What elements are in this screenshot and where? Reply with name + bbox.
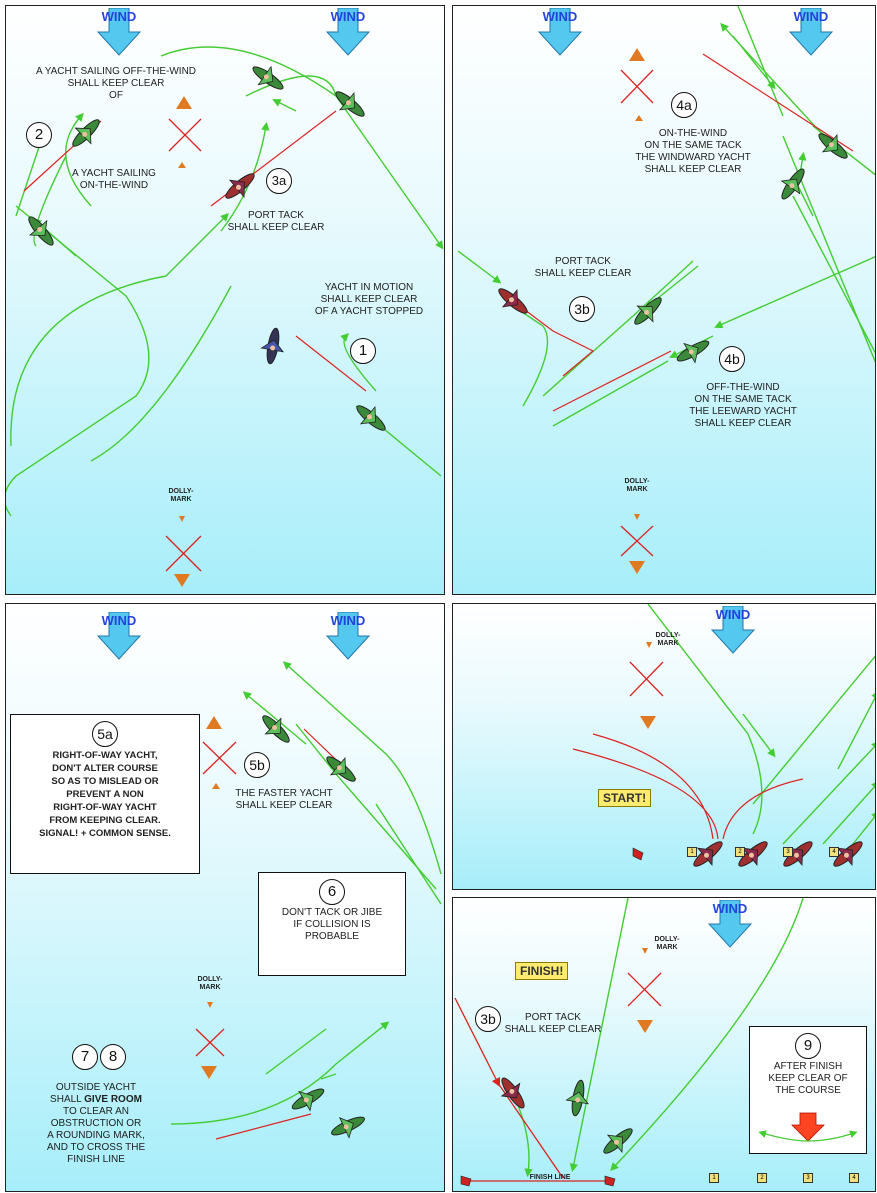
yacht <box>493 1071 533 1115</box>
yacht <box>254 707 298 751</box>
yacht <box>326 1107 370 1145</box>
wind-indicator: WIND <box>707 899 753 948</box>
yacht <box>328 83 372 125</box>
yacht <box>20 209 62 253</box>
rule-5b-text: THE FASTER YACHT SHALL KEEP CLEAR <box>235 788 333 811</box>
panel-finish: WIND DOLLY- MARK FINISH! 3b PORT TACK SH… <box>452 897 876 1192</box>
wind-indicator: WIND <box>537 7 583 56</box>
rule-78-text-1: OUTSIDE YACHT <box>55 1082 137 1093</box>
boat-number: 2 <box>735 847 745 857</box>
rule-9-text: AFTER FINISH KEEP CLEAR OF THE COURSE <box>768 1061 848 1096</box>
dolly-mark <box>165 516 202 587</box>
rule-9-number: 9 <box>795 1033 821 1059</box>
finish-buoy <box>604 1175 616 1187</box>
wind-indicator: WIND <box>788 7 834 56</box>
flag-number: 3 <box>803 1173 813 1183</box>
rule-6-text: DON'T TACK OR JIBE IF COLLISION IS PROBA… <box>281 907 383 942</box>
rule-78-text-2: SHALL GIVE ROOM <box>50 1094 142 1106</box>
top-mark <box>620 48 654 121</box>
wind-indicator: WIND <box>325 7 371 56</box>
course-lines <box>6 46 444 517</box>
yacht <box>286 1079 330 1119</box>
flag-number: 4 <box>849 1173 859 1183</box>
rule-6-number: 6 <box>319 879 345 905</box>
rule-3b-number: 3b <box>475 1006 501 1032</box>
rule-6-box: 6 DON'T TACK OR JIBE IF COLLISION IS PRO… <box>258 872 406 976</box>
dolly-mark <box>195 1002 225 1079</box>
yacht <box>258 325 288 367</box>
rule-3b-number: 3b <box>569 296 595 322</box>
yacht <box>773 162 813 206</box>
rule-5b-number: 5b <box>244 752 270 778</box>
rule-5a-box: 5a RIGHT-OF-WAY YACHT, DON'T ALTER COURS… <box>10 714 200 874</box>
rule-2-number: 2 <box>26 122 52 148</box>
rule-5a-number: 5a <box>92 721 118 747</box>
course-lines <box>647 604 875 845</box>
top-mark <box>202 716 237 789</box>
yacht <box>218 165 262 207</box>
dolly-mark <box>620 514 654 574</box>
panel-3-scene <box>170 661 442 1145</box>
yacht <box>349 397 393 439</box>
rule-78-text-3: TO CLEAR AN OBSTRUCTION OR A ROUNDING MA… <box>46 1106 146 1165</box>
rule-7-number: 7 <box>72 1044 98 1070</box>
rule-4a-number: 4a <box>671 92 697 118</box>
keep-clear-diagram <box>758 1112 858 1142</box>
finish-line-label: FINISH LINE <box>529 1174 571 1181</box>
rule-78-text-2b: GIVE ROOM <box>84 1094 142 1105</box>
wind-indicator: WIND <box>710 605 756 654</box>
wind-indicator: WIND <box>96 611 142 660</box>
red-lines <box>454 997 613 1182</box>
dolly-mark <box>627 948 662 1033</box>
boat-number: 3 <box>783 847 793 857</box>
dolly-mark-label: DOLLY- MARK <box>168 488 194 503</box>
top-mark <box>168 96 202 168</box>
finish-buoy <box>460 1175 472 1187</box>
red-lines <box>512 53 854 412</box>
rule-3b-text: PORT TACK SHALL KEEP CLEAR <box>534 256 632 279</box>
rule-8-number: 8 <box>100 1044 126 1070</box>
panel-rules-1-2-3a: WIND WIND A YACHT SAILING OFF-THE-WIND S… <box>5 5 445 595</box>
rule-4a-text: ON-THE-WIND ON THE SAME TACK THE WINDWAR… <box>635 128 751 175</box>
course-lines <box>457 6 875 427</box>
dolly-mark-label: DOLLY- MARK <box>654 936 680 951</box>
boat-number: 1 <box>687 847 697 857</box>
rule-1-text: YACHT IN MOTION SHALL KEEP CLEAR OF A YA… <box>314 282 424 317</box>
panel-1-scene <box>6 46 444 587</box>
dolly-mark <box>629 642 664 729</box>
rule-3a-number: 3a <box>266 168 292 194</box>
dolly-mark-label: DOLLY- MARK <box>655 632 681 647</box>
panel-rules-5-6-7-8: WIND WIND 5a RIGHT-OF-WAY YACHT, DON'T A… <box>5 603 445 1192</box>
wind-indicator: WIND <box>96 7 142 56</box>
rule-3b-text: PORT TACK SHALL KEEP CLEAR <box>504 1012 602 1035</box>
rule-2-text-b: A YACHT SAILING ON-THE-WIND <box>72 168 156 191</box>
yacht <box>626 289 670 333</box>
rule-5a-text: RIGHT-OF-WAY YACHT, DON'T ALTER COURSE S… <box>39 750 171 839</box>
finish-label: FINISH! <box>515 962 569 980</box>
yacht <box>811 125 855 167</box>
yacht <box>596 1120 640 1162</box>
rule-9-box: 9 AFTER FINISH KEEP CLEAR OF THE COURSE <box>749 1026 867 1154</box>
flag-number: 2 <box>757 1173 767 1183</box>
red-lines <box>572 733 804 840</box>
rule-78-text-2a: SHALL <box>50 1094 85 1105</box>
start-buoy <box>632 847 644 861</box>
dolly-mark-label: DOLLY- MARK <box>624 478 650 493</box>
panel-2-scene <box>457 6 875 574</box>
flag-number: 1 <box>709 1173 719 1183</box>
wind-indicator: WIND <box>325 611 371 660</box>
rule-4b-text: OFF-THE-WIND ON THE SAME TACK THE LEEWAR… <box>689 382 797 429</box>
panel-start: WIND DOLLY- MARK START! 1 2 3 4 <box>452 603 876 890</box>
start-label: START! <box>598 789 652 807</box>
rule-1-number: 1 <box>350 338 376 364</box>
panel-5-scene <box>454 898 804 1187</box>
rule-3a-text: PORT TACK SHALL KEEP CLEAR <box>227 210 325 233</box>
panel-4-scene <box>572 604 875 875</box>
dolly-mark-label: DOLLY- MARK <box>197 976 223 991</box>
yacht <box>319 748 363 790</box>
rule-4b-number: 4b <box>719 346 745 372</box>
rule-2-text: A YACHT SAILING OFF-THE-WIND SHALL KEEP … <box>35 66 197 101</box>
boat-number: 4 <box>829 847 839 857</box>
panel-rules-3b-4: WIND WIND 4a ON-THE-WIND ON THE SAME TAC… <box>452 5 876 595</box>
